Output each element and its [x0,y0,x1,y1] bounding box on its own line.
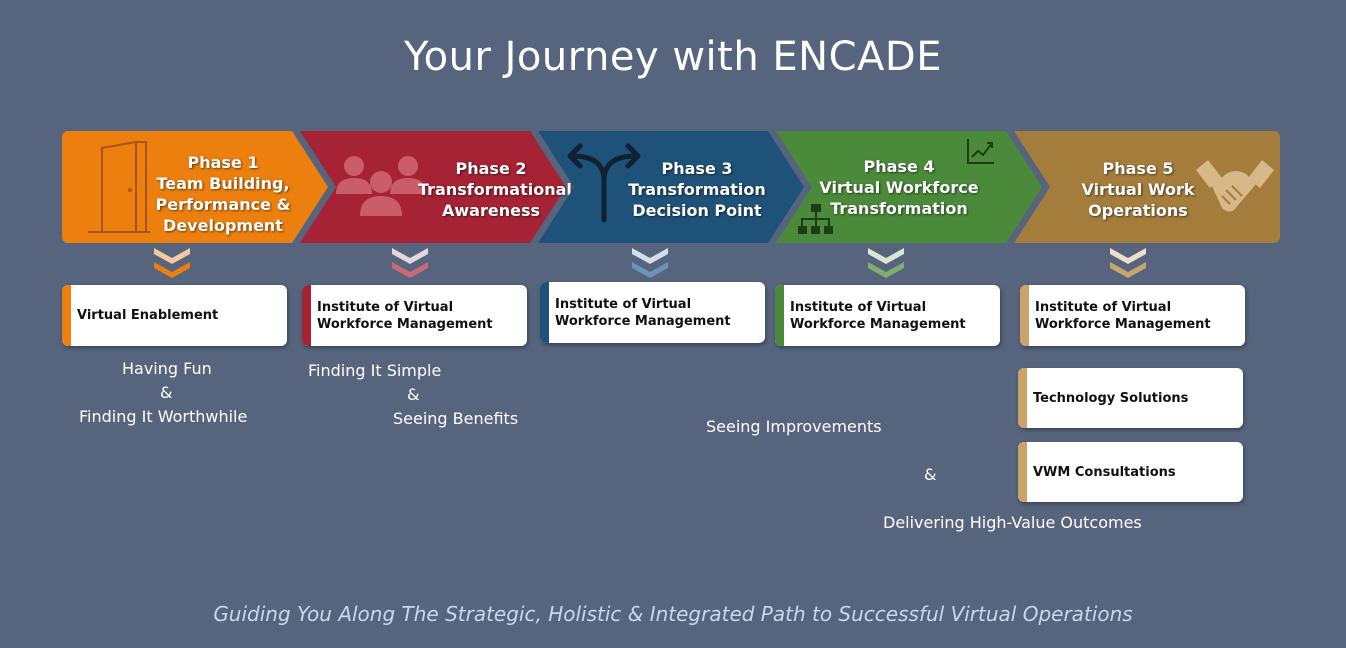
down-chevron-icon [632,248,668,278]
box-label: Institute of Virtual Workforce Managemen… [555,296,731,329]
phase-1-chevron [62,131,328,243]
ivwm-box-phase-3[interactable]: Institute of Virtual Workforce Managemen… [540,282,765,343]
vwm-consultations-box[interactable]: VWM Consultations [1018,442,1243,502]
note-finding-worthwhile: Finding It Worthwhile [79,407,248,426]
ivwm-box-phase-2[interactable]: Institute of Virtual Workforce Managemen… [302,285,527,346]
accent-bar [1020,285,1029,346]
note-high-value-outcomes: Delivering High-Value Outcomes [883,513,1142,532]
note-ampersand: & [407,385,420,404]
split-arrow-icon [567,143,641,223]
accent-bar [1018,368,1027,428]
ivwm-box-phase-5[interactable]: Institute of Virtual Workforce Managemen… [1020,285,1245,346]
accent-bar [62,285,71,346]
accent-bar [540,282,549,343]
chart-icon [967,139,994,164]
technology-solutions-box[interactable]: Technology Solutions [1018,368,1243,428]
box-label: Institute of Virtual Workforce Managemen… [1035,299,1211,332]
virtual-enablement-box[interactable]: Virtual Enablement [62,285,287,346]
box-label: VWM Consultations [1033,464,1176,480]
handshake-icon [1196,160,1274,212]
org-chart-icon [798,204,833,234]
page-title: Your Journey with ENCADE [404,34,942,80]
team-icon [336,156,426,216]
note-ampersand: & [160,383,173,402]
box-label: Technology Solutions [1033,390,1189,406]
tagline: Guiding You Along The Strategic, Holisti… [213,602,1133,626]
down-chevron-icon [868,248,904,278]
down-chevron-icon [392,248,428,278]
note-seeing-benefits: Seeing Benefits [393,409,519,428]
phase-4-chevron [776,131,1042,243]
door-icon [88,140,150,233]
note-having-fun: Having Fun [122,359,212,378]
down-chevron-icon [154,248,190,278]
box-label: Institute of Virtual Workforce Managemen… [790,299,966,332]
note-seeing-improvements: Seeing Improvements [706,417,882,436]
accent-bar [1018,442,1027,502]
note-finding-simple: Finding It Simple [308,361,442,380]
phase-3-chevron [538,131,804,243]
box-label: Institute of Virtual Workforce Managemen… [317,299,493,332]
box-label: Virtual Enablement [77,308,219,323]
note-ampersand: & [924,465,937,484]
accent-bar [302,285,311,346]
ivwm-box-phase-4[interactable]: Institute of Virtual Workforce Managemen… [775,285,1000,346]
down-chevron-icon [1110,248,1146,278]
accent-bar [775,285,784,346]
